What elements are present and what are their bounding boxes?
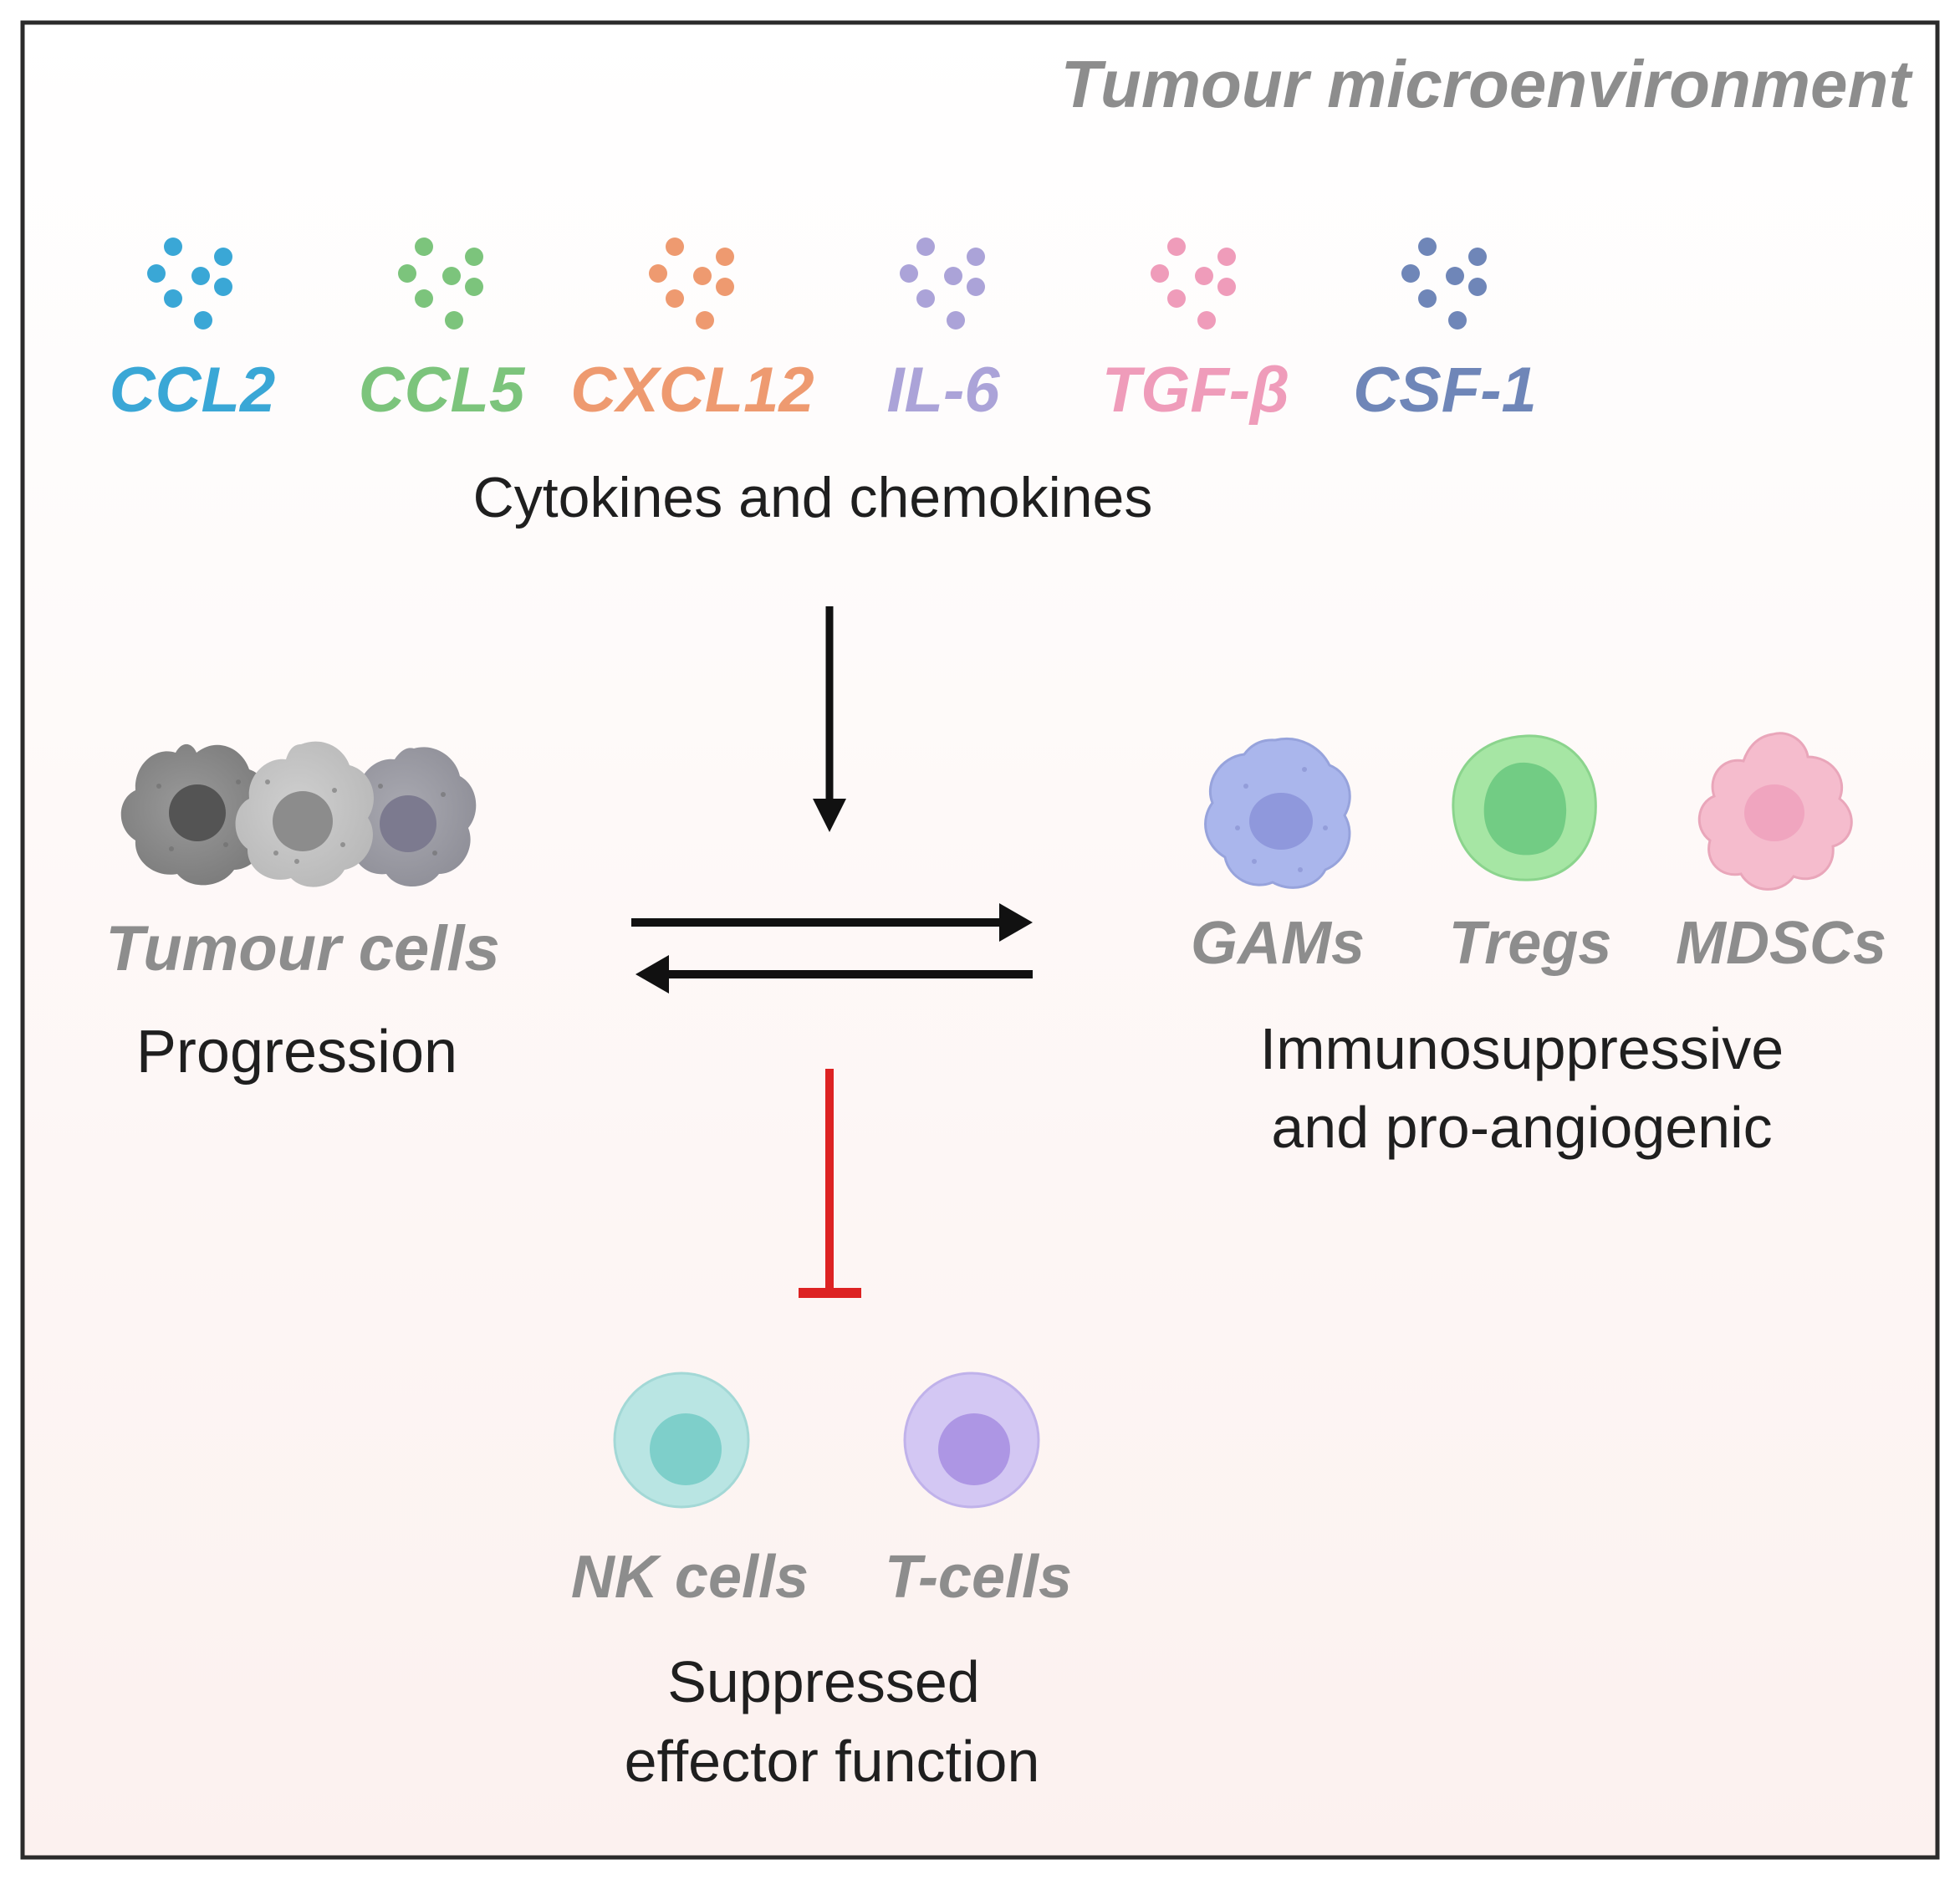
molecule-dot xyxy=(1167,238,1186,256)
molecule-dot xyxy=(147,264,166,283)
molecule-dot xyxy=(465,278,483,296)
tumour-cells-icon xyxy=(120,741,477,887)
molecule-dot xyxy=(1167,289,1186,308)
cytokine-label-il6: IL-6 xyxy=(886,355,1000,426)
cytokine-label-ccl5: CCL5 xyxy=(359,355,526,426)
mdscs-label: MDSCs xyxy=(1676,910,1886,977)
down-arrow xyxy=(813,606,846,832)
molecule-dot xyxy=(666,238,684,256)
immunosuppressive-caption-line1: Immunosuppressive xyxy=(1260,1016,1784,1081)
molecule-dot xyxy=(1468,278,1487,296)
molecule-dot xyxy=(967,248,985,266)
csf1-molecule-icon xyxy=(1401,238,1487,330)
molecule-dot xyxy=(214,248,232,266)
cytokine-label-csf1: CSF-1 xyxy=(1353,355,1537,426)
molecule-dot xyxy=(967,278,985,296)
molecule-dot xyxy=(1401,264,1420,283)
diagram-frame xyxy=(20,20,1940,1860)
molecule-dot xyxy=(716,248,734,266)
molecule-dot xyxy=(1197,311,1216,330)
tregs-label: Tregs xyxy=(1449,910,1612,977)
molecule-dot xyxy=(1448,311,1467,330)
molecule-dot xyxy=(1446,267,1464,285)
molecule-dot xyxy=(415,238,433,256)
molecule-dot xyxy=(649,264,667,283)
molecule-dot xyxy=(214,278,232,296)
nk-cell-icon xyxy=(613,1372,750,1509)
molecule-dot xyxy=(696,311,714,330)
molecule-dot xyxy=(947,311,965,330)
il6-molecule-icon xyxy=(900,238,985,330)
gams-cell-icon xyxy=(1204,738,1351,889)
ccl2-molecule-icon xyxy=(147,238,232,330)
molecule-dot xyxy=(194,311,212,330)
ccl5-molecule-icon xyxy=(398,238,483,330)
molecule-dot xyxy=(415,289,433,308)
tgfb-molecule-icon xyxy=(1151,238,1236,330)
tumour-cells-label: Tumour cells xyxy=(105,913,500,984)
molecule-dot xyxy=(900,264,918,283)
cytokine-dot-clusters xyxy=(147,238,1487,330)
cxcl12-molecule-icon xyxy=(649,238,734,330)
molecule-dot xyxy=(1217,248,1236,266)
nk-cells-label: NK cells xyxy=(571,1544,809,1611)
t-cells-label: T-cells xyxy=(885,1544,1072,1611)
cytokine-label-cxcl12: CXCL12 xyxy=(570,355,814,426)
molecule-dot xyxy=(164,238,182,256)
molecule-dot xyxy=(693,267,712,285)
diagram-title: Tumour microenvironment xyxy=(1061,47,1914,121)
molecule-dot xyxy=(442,267,461,285)
progression-caption: Progression xyxy=(136,1019,457,1086)
molecule-dot xyxy=(916,238,935,256)
molecule-dot xyxy=(445,311,463,330)
molecule-dot xyxy=(916,289,935,308)
molecule-dot xyxy=(1418,289,1437,308)
molecule-dot xyxy=(1217,278,1236,296)
immunosuppressive-caption-line2: and pro-angiogenic xyxy=(1271,1095,1772,1160)
molecule-dot xyxy=(164,289,182,308)
molecule-dot xyxy=(666,289,684,308)
cytokine-label-ccl2: CCL2 xyxy=(110,355,275,426)
molecule-dot xyxy=(944,267,962,285)
inhibition-symbol xyxy=(799,1069,861,1298)
molecule-dot xyxy=(1418,238,1437,256)
t-cell-icon xyxy=(903,1372,1040,1509)
molecule-dot xyxy=(716,278,734,296)
molecule-dot xyxy=(465,248,483,266)
molecule-dot xyxy=(1468,248,1487,266)
molecule-dot xyxy=(1151,264,1169,283)
molecule-dot xyxy=(398,264,416,283)
mdscs-cell-icon xyxy=(1697,732,1853,891)
molecule-dot xyxy=(191,267,210,285)
cytokine-label-tgfb: TGF-β xyxy=(1102,355,1289,426)
cytokines-caption: Cytokines and chemokines xyxy=(473,466,1153,529)
effector-caption-line1: Suppressed xyxy=(667,1649,980,1714)
tregs-cell-icon xyxy=(1452,734,1597,881)
gams-label: GAMs xyxy=(1191,910,1365,977)
effector-caption-line2: effector function xyxy=(625,1729,1040,1794)
molecule-dot xyxy=(1195,267,1213,285)
equilibrium-arrows xyxy=(631,903,1033,994)
